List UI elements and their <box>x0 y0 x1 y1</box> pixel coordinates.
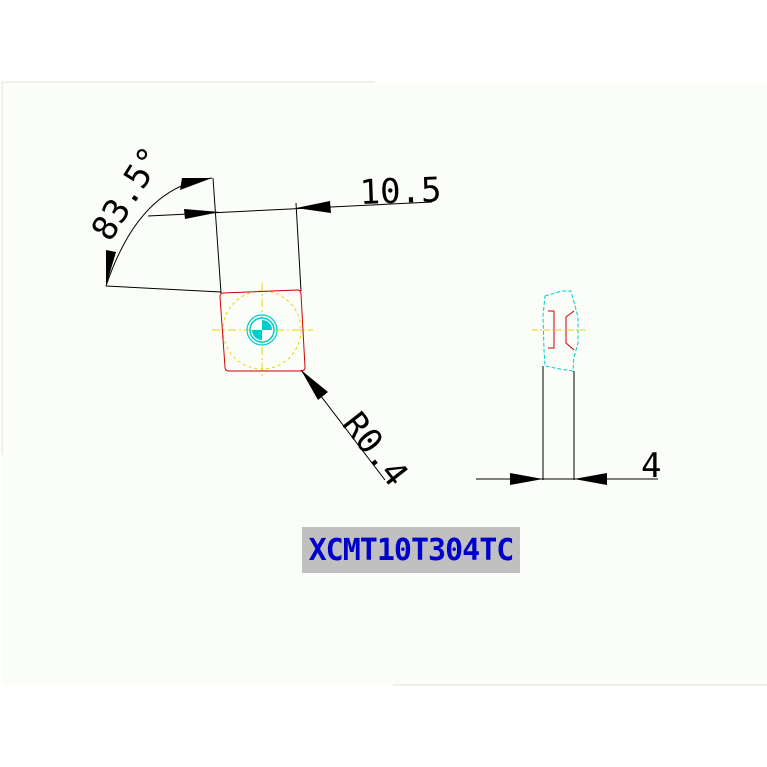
side-view-outline <box>542 290 579 372</box>
hole-quadrant-1 <box>262 320 272 330</box>
thickness-dimension-label: 4 <box>641 446 661 486</box>
angle-extension-lower <box>105 285 222 293</box>
length-arrow-right <box>296 201 331 213</box>
insert-outline <box>219 289 306 372</box>
length-arrow-left <box>184 209 220 219</box>
angle-arrow-upper <box>180 178 212 190</box>
radius-arrow <box>301 370 328 400</box>
length-dimension: 10.5 <box>147 170 442 292</box>
hole-quadrant-3 <box>252 330 262 340</box>
length-dimension-label: 10.5 <box>359 170 442 213</box>
thickness-arrow-left <box>510 473 543 485</box>
insert-top-view <box>212 283 313 378</box>
part-label: XCMT10T304TC <box>308 532 515 568</box>
part-label-box: XCMT10T304TC <box>302 527 520 573</box>
angle-extension-upper <box>212 177 222 294</box>
insert-side-view <box>532 290 586 480</box>
inscribed-circle <box>222 290 302 370</box>
angle-arrow-lower <box>106 250 116 286</box>
drawing-sheet <box>2 82 767 685</box>
length-extension-right <box>295 202 302 292</box>
thickness-arrow-right <box>574 473 607 485</box>
thickness-dimension: 4 <box>476 446 661 486</box>
hole-outer <box>246 314 278 346</box>
